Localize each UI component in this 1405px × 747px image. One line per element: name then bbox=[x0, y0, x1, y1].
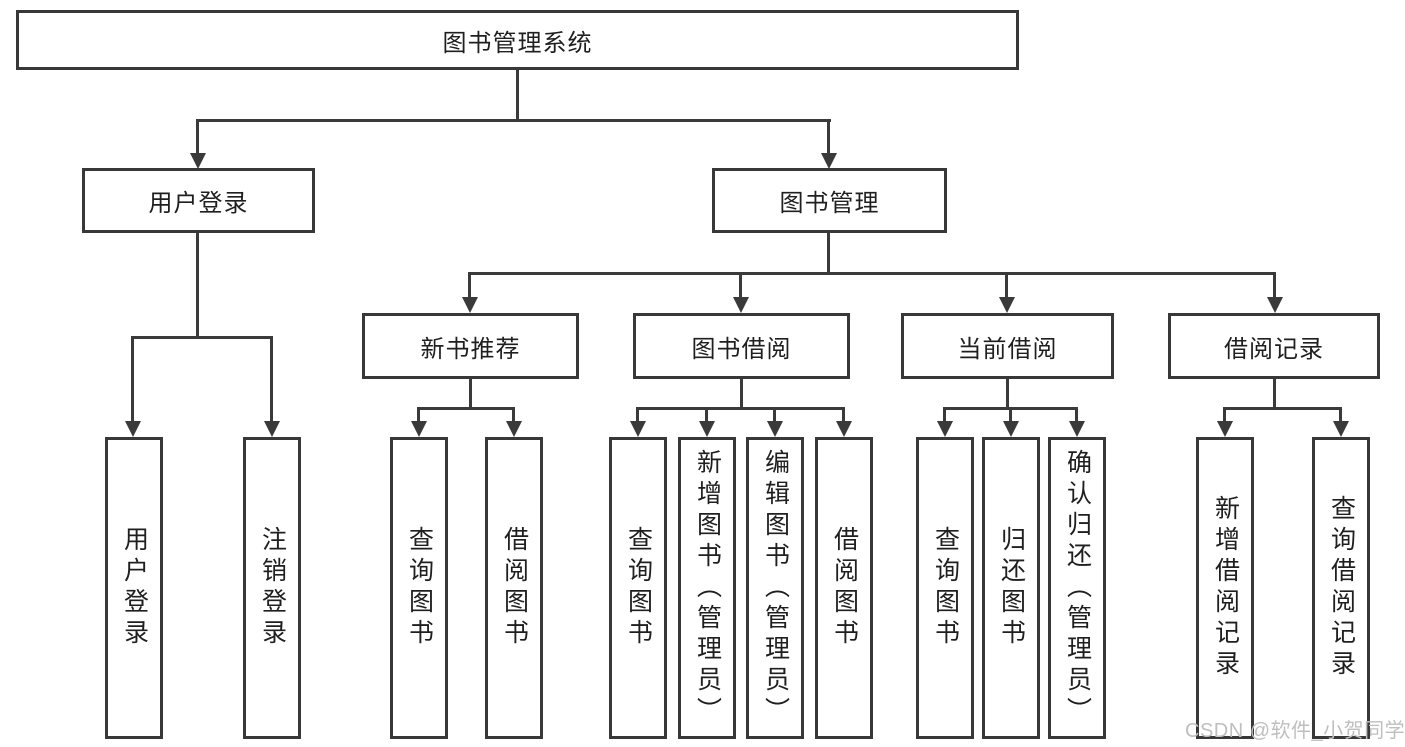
leaf-query-book-current-label: 查询图书 bbox=[931, 526, 960, 650]
connector-new-rec-stub bbox=[469, 379, 472, 407]
node-new-book-rec-label: 新书推荐 bbox=[420, 335, 521, 363]
connector-level2-hline bbox=[469, 272, 1276, 275]
connector-book-borrow-hline bbox=[637, 407, 845, 410]
arrow-to-query-book-1-icon bbox=[417, 407, 420, 421]
connector-book-mgmt-vline bbox=[827, 233, 830, 272]
leaf-add-book-admin-label: 新增图书（管理员） bbox=[693, 448, 722, 728]
connector-new-rec-hline bbox=[418, 407, 515, 410]
node-book-borrow: 图书借阅 bbox=[633, 313, 850, 379]
leaf-query-borrow-record-label: 查询借阅记录 bbox=[1327, 495, 1356, 681]
arrow-to-query-book-2-icon bbox=[636, 407, 639, 421]
leaf-logout-label: 注销登录 bbox=[258, 526, 287, 650]
connector-current-borrow-stub bbox=[1006, 379, 1009, 407]
leaf-edit-book-admin: 编辑图书（管理员） bbox=[746, 437, 804, 739]
arrow-to-book-borrow-icon bbox=[739, 272, 742, 297]
arrow-to-leaf-logout-icon bbox=[270, 336, 273, 421]
arrow-to-book-mgmt-icon bbox=[827, 119, 830, 153]
leaf-return-book-label: 归还图书 bbox=[997, 526, 1026, 650]
leaf-user-login-label: 用户登录 bbox=[120, 526, 149, 650]
node-new-book-rec: 新书推荐 bbox=[362, 313, 579, 379]
leaf-user-login: 用户登录 bbox=[105, 437, 163, 739]
leaf-query-book-newrec-label: 查询图书 bbox=[405, 526, 434, 650]
node-book-mgmt-label: 图书管理 bbox=[779, 190, 880, 217]
node-root-system: 图书管理系统 bbox=[16, 10, 1019, 70]
node-root-label: 图书管理系统 bbox=[442, 29, 593, 57]
leaf-return-book: 归还图书 bbox=[982, 437, 1040, 739]
connector-root-vline bbox=[516, 70, 519, 119]
leaf-confirm-return-admin-label: 确认归还（管理员） bbox=[1063, 448, 1092, 728]
arrow-to-borrow-book-2-icon bbox=[842, 407, 845, 421]
leaf-query-book-borrow-label: 查询图书 bbox=[624, 526, 653, 650]
node-user-login: 用户登录 bbox=[82, 168, 315, 233]
leaf-query-borrow-record: 查询借阅记录 bbox=[1312, 437, 1370, 739]
arrow-to-user-login-icon bbox=[196, 119, 199, 153]
node-user-login-label: 用户登录 bbox=[148, 190, 249, 217]
leaf-add-borrow-record-label: 新增借阅记录 bbox=[1211, 495, 1240, 681]
connector-user-login-vline bbox=[196, 233, 199, 336]
leaf-logout: 注销登录 bbox=[243, 437, 301, 739]
arrow-to-edit-book-icon bbox=[773, 407, 776, 421]
arrow-to-query-book-3-icon bbox=[943, 407, 946, 421]
node-current-borrow: 当前借阅 bbox=[901, 313, 1114, 379]
connector-level1-hline bbox=[197, 119, 831, 122]
leaf-edit-book-admin-label: 编辑图书（管理员） bbox=[761, 448, 790, 728]
leaf-confirm-return-admin: 确认归还（管理员） bbox=[1048, 437, 1106, 739]
arrow-to-leaf-user-login-icon bbox=[131, 336, 134, 421]
arrow-to-new-book-rec-icon bbox=[468, 272, 471, 297]
leaf-borrow-book-borrow: 借阅图书 bbox=[815, 437, 873, 739]
leaf-borrow-book-borrow-label: 借阅图书 bbox=[830, 526, 859, 650]
node-borrow-record: 借阅记录 bbox=[1168, 313, 1380, 379]
arrow-to-return-book-icon bbox=[1009, 407, 1012, 421]
arrow-to-query-record-icon bbox=[1339, 407, 1342, 421]
node-borrow-record-label: 借阅记录 bbox=[1224, 335, 1324, 363]
leaf-borrow-book-newrec-label: 借阅图书 bbox=[500, 526, 529, 650]
leaf-query-book-borrow: 查询图书 bbox=[609, 437, 667, 739]
arrow-to-current-borrow-icon bbox=[1005, 272, 1008, 297]
arrow-to-confirm-return-icon bbox=[1075, 407, 1078, 421]
connector-book-borrow-stub bbox=[740, 379, 743, 407]
connector-borrow-record-stub bbox=[1273, 379, 1276, 407]
arrow-to-add-record-icon bbox=[1223, 407, 1226, 421]
leaf-add-book-admin: 新增图书（管理员） bbox=[678, 437, 736, 739]
watermark: CSDN @软件_小贺同学 bbox=[1185, 720, 1405, 742]
leaf-query-book-newrec: 查询图书 bbox=[390, 437, 448, 739]
arrow-to-borrow-book-1-icon bbox=[512, 407, 515, 421]
arrow-to-borrow-record-icon bbox=[1273, 272, 1276, 297]
leaf-borrow-book-newrec: 借阅图书 bbox=[485, 437, 543, 739]
node-book-mgmt: 图书管理 bbox=[712, 168, 947, 233]
connector-user-login-hline bbox=[132, 336, 273, 339]
node-current-borrow-label: 当前借阅 bbox=[957, 335, 1058, 363]
node-book-borrow-label: 图书借阅 bbox=[691, 335, 792, 363]
connector-borrow-record-hline bbox=[1224, 407, 1342, 410]
leaf-add-borrow-record: 新增借阅记录 bbox=[1196, 437, 1254, 739]
leaf-query-book-current: 查询图书 bbox=[916, 437, 974, 739]
arrow-to-add-book-icon bbox=[705, 407, 708, 421]
